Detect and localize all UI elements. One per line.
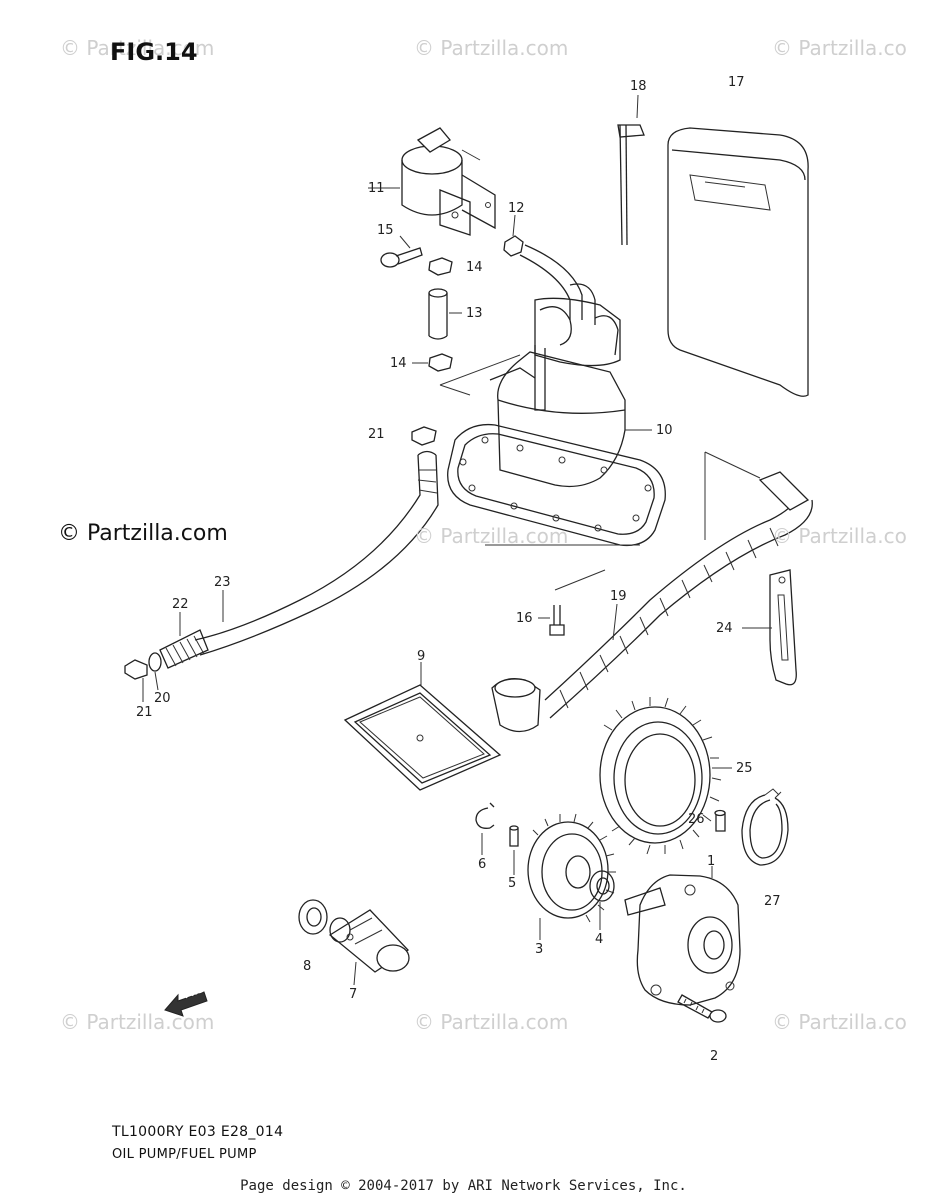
part-14-clamp-lower: [412, 353, 453, 372]
page-footer: Page design © 2004-2017 by ARI Network S…: [240, 1178, 687, 1194]
fwd-arrow-icon: [164, 991, 208, 1017]
watermark: © Partzilla.com: [414, 36, 569, 60]
callout-label: 6: [478, 857, 487, 872]
callout-label: 27: [764, 894, 781, 909]
part-27-circlip: [741, 788, 789, 866]
callout-label: 13: [466, 306, 483, 321]
callout-label: 9: [417, 649, 426, 664]
part-17-cover: [667, 127, 809, 397]
leader-lines: [485, 451, 761, 591]
part-9-screen: [343, 662, 502, 791]
part-23-long-hose: [194, 450, 439, 656]
callout-label: 21: [136, 705, 153, 720]
callout-label: 20: [154, 691, 171, 706]
callout-label: 18: [630, 79, 647, 94]
model-code: TL1000RY E03 E28_014: [112, 1124, 284, 1140]
part-21-clamp-lower: [124, 659, 148, 702]
callout-label: 1: [707, 854, 716, 869]
callout-label: 23: [214, 575, 231, 590]
callout-label: 26: [688, 812, 705, 827]
part-4-washer: [589, 870, 615, 930]
part-12-clamp: [503, 214, 524, 257]
part-24-bracket: [742, 569, 797, 686]
part-6-clip: [475, 802, 495, 855]
part-15-screw: [380, 235, 423, 268]
figure-title: FIG.14: [110, 38, 198, 66]
callout-label: 11: [368, 181, 385, 196]
callout-label: 21: [368, 427, 385, 442]
part-3-gear: [527, 813, 616, 940]
part-26-pin: [714, 809, 726, 832]
watermark-primary: © Partzilla.com: [58, 521, 228, 546]
part-2-screw: [677, 994, 727, 1023]
callout-label: 24: [716, 621, 733, 636]
callout-label: 2: [710, 1049, 719, 1064]
callout-label: 17: [728, 75, 745, 90]
part-7-sleeve: [328, 909, 410, 986]
callout-label: 12: [508, 201, 525, 216]
part-21-clamp-upper: [411, 426, 437, 446]
callout-label: 7: [349, 987, 358, 1002]
part-19-wrapped-hose: [491, 471, 813, 733]
callout-label: 10: [656, 423, 673, 438]
callout-label: 8: [303, 959, 312, 974]
part-8-o-ring: [298, 899, 328, 935]
callout-label: 16: [516, 611, 533, 626]
part-11-unit: [368, 127, 496, 236]
watermark: © Partzilla.co: [772, 1010, 907, 1034]
callout-label: 19: [610, 589, 627, 604]
callout-label: 3: [535, 942, 544, 957]
watermark: © Partzilla.com: [60, 36, 215, 60]
watermark: © Partzilla.co: [772, 524, 907, 548]
callout-label: 15: [377, 223, 394, 238]
watermark: © Partzilla.co: [772, 36, 907, 60]
pump-gasket: [447, 423, 666, 547]
fuel-hose-upper: [519, 244, 596, 325]
part-13-hose: [428, 288, 462, 340]
watermark: © Partzilla.com: [414, 524, 569, 548]
part-16-bolt: [538, 605, 565, 636]
part-25-gear: [599, 697, 732, 855]
callout-label: 25: [736, 761, 753, 776]
watermark: © Partzilla.com: [414, 1010, 569, 1034]
callout-label: 14: [390, 356, 407, 371]
callout-label: 4: [595, 932, 604, 947]
part-5-pin: [509, 825, 519, 875]
part-18-rod: [617, 94, 645, 246]
diagram-caption: OIL PUMP/FUEL PUMP: [112, 1147, 257, 1162]
part-14-clamp-upper: [428, 257, 453, 276]
part-20-fitting: [148, 652, 162, 691]
callout-label: 22: [172, 597, 189, 612]
part-10-fuel-pump: [439, 297, 652, 488]
callout-label: 14: [466, 260, 483, 275]
part-22-spring: [159, 612, 209, 669]
watermark: © Partzilla.com: [60, 1010, 215, 1034]
callout-label: 5: [508, 876, 517, 891]
part-1-oil-pump: [624, 866, 741, 1006]
